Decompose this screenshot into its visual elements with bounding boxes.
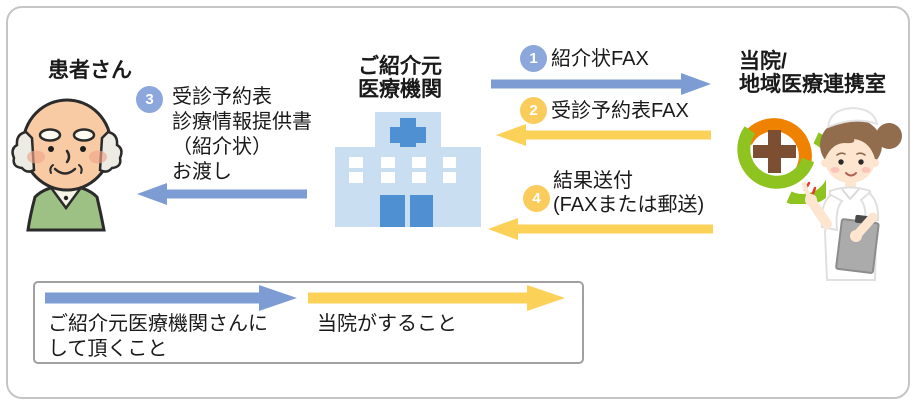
legend-blue-line2: して頂くこと bbox=[48, 338, 168, 360]
legend-yellow-label: 当院がすること bbox=[317, 313, 457, 335]
logo-orange-arc bbox=[740, 118, 812, 173]
step-4-label: 結果送付 (FAXまたは郵送) bbox=[553, 169, 704, 217]
nurse-illustration bbox=[801, 106, 902, 281]
logo-green-arc-right bbox=[786, 132, 826, 204]
nurse-pointing-finger bbox=[801, 181, 812, 200]
legend-yellow-arrow bbox=[308, 285, 565, 311]
step-3-number: 3 bbox=[145, 91, 154, 108]
our-hospital-line1: 当院/ bbox=[739, 50, 787, 73]
nurse-hair-bun bbox=[876, 123, 902, 149]
legend-blue-line1: ご紹介元医療機関さんに bbox=[48, 313, 268, 335]
step-3-badge: 3 bbox=[136, 86, 163, 113]
step-3-line1: 受診予約表 bbox=[172, 86, 272, 108]
patient-hair-left bbox=[11, 130, 36, 173]
step-4-badge: 4 bbox=[523, 185, 550, 212]
step-2-label: 受診予約表FAX bbox=[551, 100, 689, 122]
logo-cross bbox=[753, 130, 796, 173]
step-2-badge: 2 bbox=[520, 97, 547, 124]
nurse-bangs bbox=[824, 132, 876, 159]
referrer-line1: ご紹介元 bbox=[358, 55, 442, 78]
step-1-label: 紹介状FAX bbox=[551, 48, 649, 70]
patient-hair-right bbox=[98, 130, 123, 173]
step-2-arrow-left bbox=[496, 124, 711, 146]
step-3-label: 受診予約表 診療情報提供書 （紹介状） お渡し bbox=[172, 85, 312, 185]
step-4-number: 4 bbox=[532, 190, 541, 207]
step-3-line3: （紹介状） bbox=[172, 136, 272, 158]
patient-head bbox=[21, 98, 113, 192]
step-3-line2: 診療情報提供書 bbox=[172, 111, 312, 133]
nurse-cap bbox=[826, 106, 879, 129]
step-4-line1: 結果送付 bbox=[553, 170, 633, 192]
our-hospital-label: 当院/ 地域医療連携室 bbox=[739, 50, 886, 96]
step-2-number: 2 bbox=[529, 102, 538, 119]
step-1-arrow-right bbox=[491, 73, 711, 95]
step-3-line4: お渡し bbox=[172, 161, 232, 183]
step-1-badge: 1 bbox=[520, 45, 547, 72]
hospital-door-right bbox=[410, 195, 433, 227]
referrer-label: ご紹介元 医療機関 bbox=[325, 55, 475, 101]
diagram-border bbox=[6, 6, 910, 399]
step-4-arrow-left bbox=[488, 218, 713, 240]
patient-label: 患者さん bbox=[48, 59, 132, 82]
step-3-arrow-left bbox=[137, 183, 307, 205]
hospital-building-icon bbox=[335, 112, 481, 227]
our-hospital-line2: 地域医療連携室 bbox=[739, 73, 886, 96]
logo-green-arc-left bbox=[737, 126, 815, 189]
hospital-door-left bbox=[380, 195, 405, 227]
legend-blue-arrow bbox=[45, 285, 297, 311]
elderly-patient-illustration bbox=[11, 98, 123, 232]
legend-blue-label: ご紹介元医療機関さんに して頂くこと bbox=[48, 312, 268, 362]
referrer-line2: 医療機関 bbox=[358, 78, 442, 101]
hospital-windows bbox=[349, 157, 456, 183]
step-4-line2: (FAXまたは郵送) bbox=[553, 194, 705, 216]
step-1-number: 1 bbox=[529, 50, 538, 67]
